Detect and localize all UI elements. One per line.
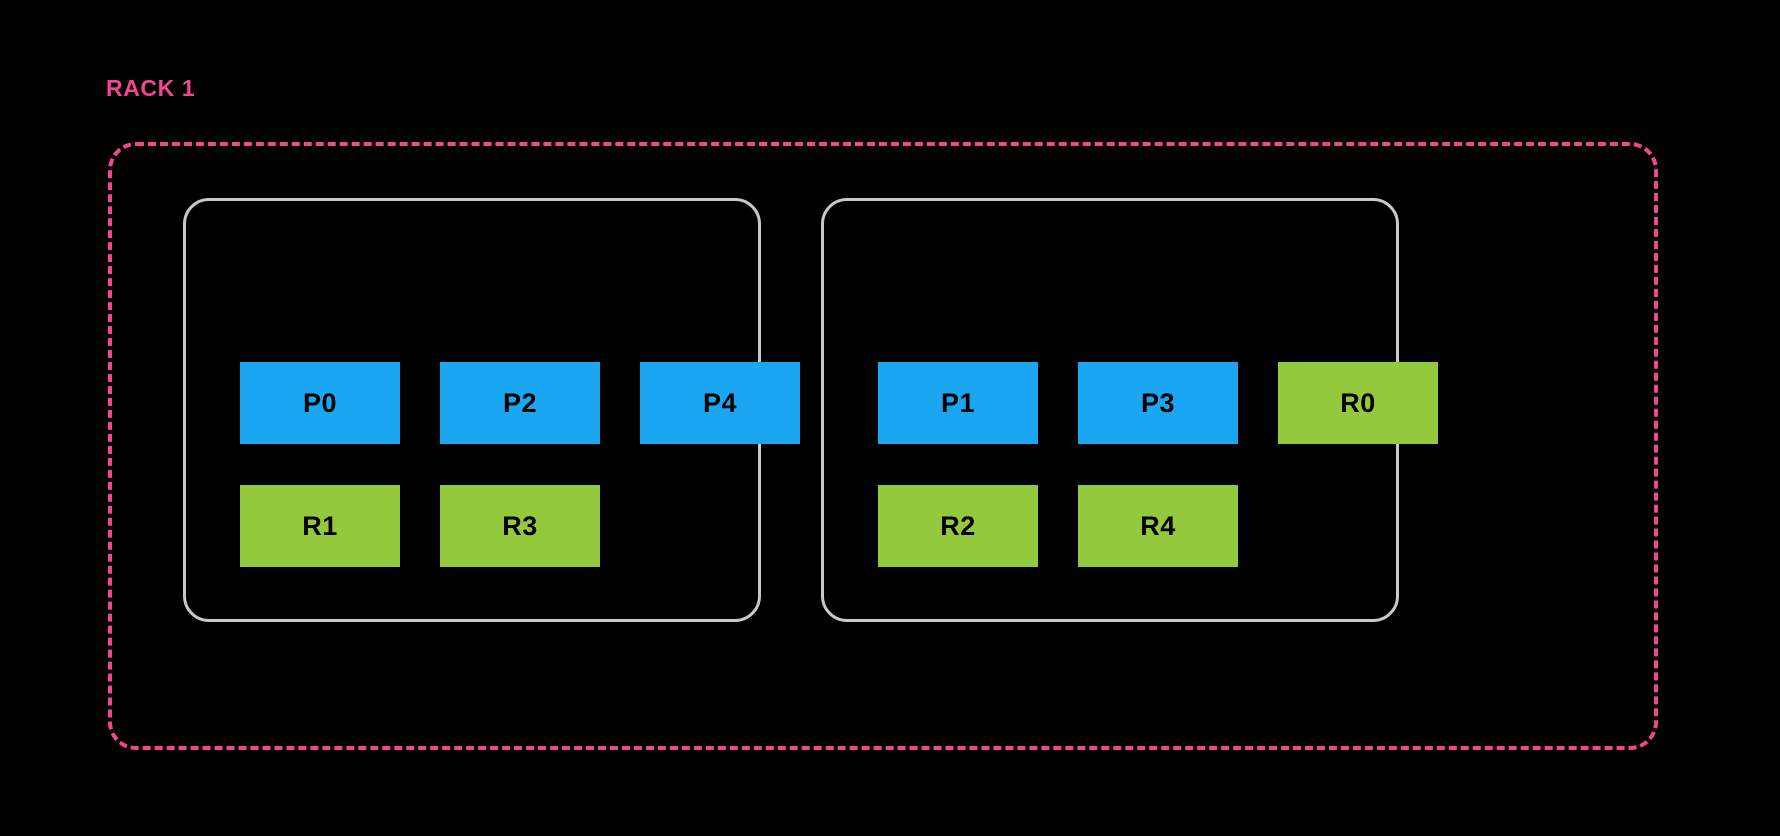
block-p2[interactable]: P2	[440, 362, 600, 444]
block-p0[interactable]: P0	[240, 362, 400, 444]
block-r1[interactable]: R1	[240, 485, 400, 567]
block-p3[interactable]: P3	[1078, 362, 1238, 444]
block-r4[interactable]: R4	[1078, 485, 1238, 567]
block-p4[interactable]: P4	[640, 362, 800, 444]
block-r0[interactable]: R0	[1278, 362, 1438, 444]
rack-label: RACK 1	[106, 75, 196, 101]
block-r2[interactable]: R2	[878, 485, 1038, 567]
block-r3[interactable]: R3	[440, 485, 600, 567]
block-p1[interactable]: P1	[878, 362, 1038, 444]
rack-boundary	[108, 142, 1658, 750]
